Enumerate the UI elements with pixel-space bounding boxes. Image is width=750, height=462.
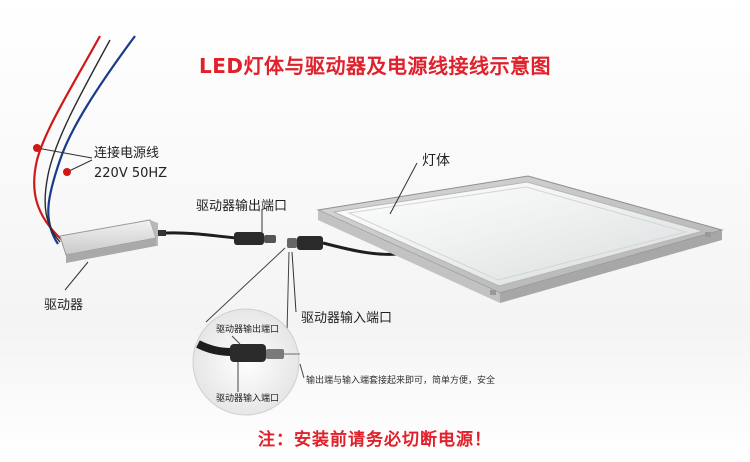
- power-line-label: 连接电源线 220V 50HZ: [94, 144, 167, 184]
- power-line-text: 连接电源线: [94, 146, 160, 161]
- lamp-body-label: 灯体: [422, 153, 450, 169]
- zoom-output-label: 驱动器输出端口: [216, 325, 280, 335]
- driver-output-cable: [165, 231, 237, 240]
- driver-input-label: 驱动器输入端口: [301, 311, 393, 326]
- power-spec-text: 220V 50HZ: [94, 166, 168, 181]
- marker-dot: [63, 168, 71, 176]
- marker-dot: [33, 144, 41, 152]
- led-panel: [316, 175, 724, 303]
- input-connector: [287, 236, 323, 250]
- power-wire-red: [33, 35, 101, 241]
- driver-output-label: 驱动器输出端口: [196, 199, 288, 214]
- lamp-input-cable: [322, 241, 399, 256]
- safety-notice: 注：安装前请务必切断电源！: [258, 430, 492, 450]
- power-wire-dark: [44, 39, 111, 243]
- driver-box: [59, 219, 166, 263]
- connection-note: 输出端与输入端套接起来即可，简单方便，安全: [306, 376, 496, 386]
- driver-label: 驱动器: [44, 298, 84, 313]
- output-connector: [234, 232, 276, 245]
- diagram-title: LED灯体与驱动器及电源线接线示意图: [198, 54, 551, 78]
- zoom-input-label: 驱动器输入端口: [216, 394, 280, 404]
- power-wire-blue: [47, 35, 136, 245]
- zoom-inset: [192, 308, 305, 416]
